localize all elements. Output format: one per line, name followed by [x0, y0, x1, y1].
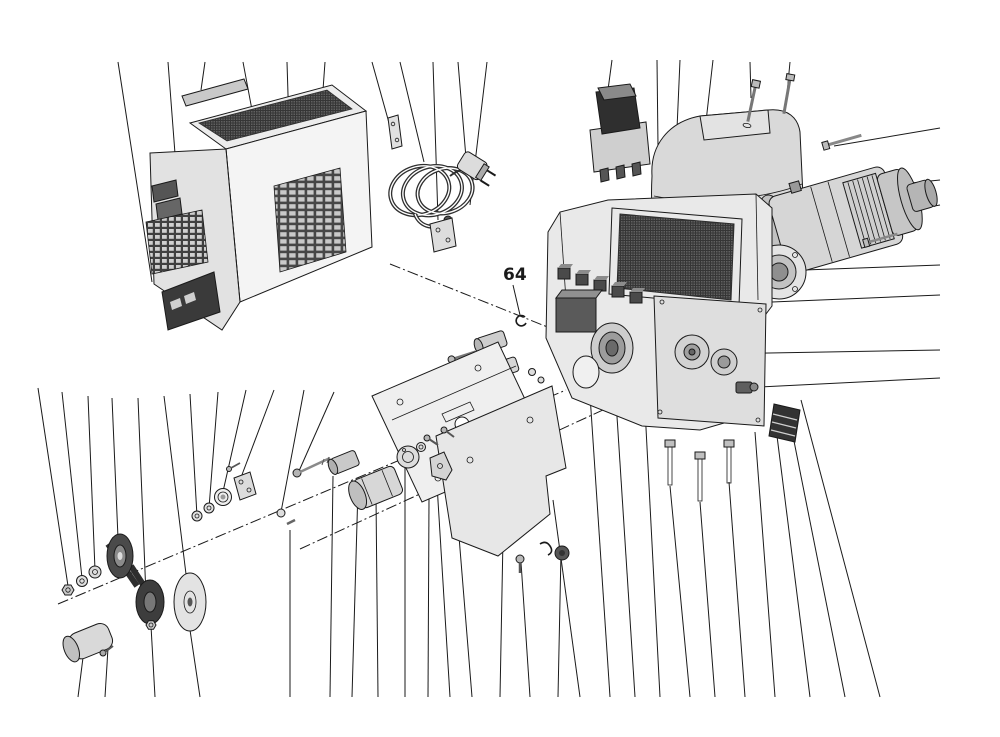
- fitting-knob: [749, 382, 759, 392]
- pin: [286, 518, 296, 526]
- blower-wheel-hub: [348, 465, 404, 510]
- circlip: [515, 314, 527, 327]
- hub-flange: [396, 445, 420, 469]
- screw: [99, 649, 107, 657]
- power-cord: [387, 114, 497, 253]
- misc-small-parts: [515, 541, 570, 573]
- screw: [440, 426, 448, 434]
- cover-mesh-panel: [198, 89, 353, 142]
- washer: [203, 502, 215, 514]
- type-label-tag: [768, 403, 801, 443]
- screw: [515, 554, 525, 564]
- cord-bracket: [387, 114, 403, 150]
- spacer-sleeve: [327, 450, 360, 475]
- cover-vent-grid: [273, 167, 347, 273]
- washer: [191, 510, 203, 522]
- washer: [416, 442, 426, 452]
- drivetrain: [61, 426, 455, 663]
- hex-nut: [61, 584, 75, 596]
- control-relay: [555, 289, 603, 333]
- washer: [88, 565, 102, 579]
- washer: [76, 575, 88, 587]
- angle-bracket: [429, 451, 453, 481]
- cord-clamp: [429, 217, 457, 253]
- cover-connector-a: [151, 179, 179, 203]
- spring-clip: [539, 541, 553, 556]
- solenoid-valve-a: [674, 334, 710, 370]
- opening-gasket: [572, 355, 600, 389]
- screw: [423, 434, 431, 442]
- damper-plate: [435, 385, 567, 557]
- fan-motor: [758, 166, 938, 277]
- callout-64: 64: [503, 265, 527, 327]
- valve-bracket-plate: [653, 295, 767, 427]
- washer: [276, 508, 286, 518]
- control-box-cover: [145, 78, 373, 331]
- on-off-switch: [589, 83, 651, 183]
- burner-housing: [545, 193, 773, 431]
- housing-bolts: [664, 439, 735, 502]
- cover-label-grid: [145, 209, 209, 275]
- long-screw: [292, 468, 302, 478]
- mains-plug: [456, 151, 497, 187]
- bearing-bracket: [233, 471, 257, 501]
- callout-64-label: 64: [503, 265, 527, 285]
- hex-nut: [145, 620, 157, 630]
- cover-sticker: [181, 78, 249, 107]
- housing-mesh-panel: [616, 213, 735, 301]
- cover-bolts: [742, 73, 898, 248]
- screw: [226, 466, 232, 472]
- solenoid-valve-b: [710, 348, 738, 376]
